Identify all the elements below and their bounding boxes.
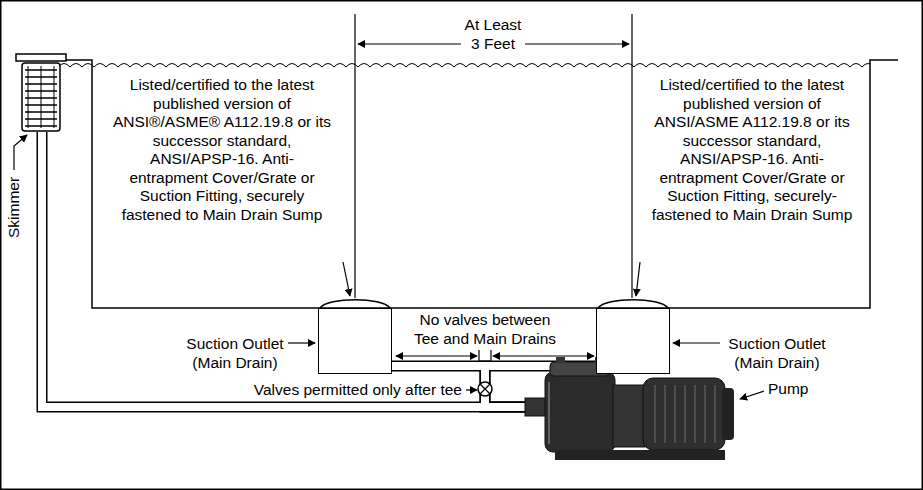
motor-cap — [722, 388, 734, 440]
suction-outlet-label: Suction Outlet (Main Drain) — [185, 335, 285, 372]
leader-line — [740, 391, 764, 399]
highlight — [548, 382, 550, 444]
valve-symbol — [478, 382, 492, 396]
leader-line — [636, 262, 640, 296]
note-text: No valves between Tee and Main Drains — [410, 311, 560, 348]
leader-line — [343, 262, 350, 296]
pump-node: Pump — [525, 358, 735, 462]
dimension-arrow — [396, 355, 477, 356]
skimmer-lid — [16, 54, 66, 61]
motor-ribs — [655, 385, 715, 443]
pump-base — [555, 450, 725, 460]
main-drain-sump: Suction Outlet (Main Drain) — [318, 308, 392, 374]
pump-motor — [643, 378, 725, 450]
water-surface — [22, 61, 870, 69]
pipe-group — [42, 132, 596, 407]
note-text: Listed/certified to the latest published… — [111, 76, 333, 224]
leader-line — [14, 135, 27, 170]
skimmer-basket — [22, 63, 60, 131]
pipe-group — [42, 132, 596, 407]
suction-outlet-label: Suction Outlet (Main Drain) — [727, 335, 827, 372]
skimmer-node: Skimmer — [20, 56, 64, 132]
strainer-pot — [545, 372, 615, 452]
callout-text: Valves permitted only after tee — [210, 381, 462, 400]
extension-line — [355, 14, 632, 298]
drain-cover — [598, 300, 668, 308]
skimmer-ribs — [28, 66, 54, 128]
leader-line — [673, 342, 720, 343]
dimension-label: At Least 3 Feet — [461, 16, 525, 53]
pump-inlet — [525, 398, 547, 416]
skimmer-label: Skimmer — [5, 177, 24, 238]
pump-label: Pump — [768, 380, 809, 399]
main-drain-sump: Suction Outlet (Main Drain) — [596, 308, 670, 374]
dimension-arrow — [493, 355, 594, 356]
valve-body — [478, 382, 492, 396]
valve-mark — [480, 384, 490, 394]
drain-cover — [320, 300, 390, 308]
leader-line — [288, 342, 315, 343]
note-text: Listed/certified to the latest published… — [642, 76, 862, 224]
pump-volute — [613, 385, 645, 447]
lid-knob — [556, 357, 565, 363]
pool-outline — [66, 60, 898, 308]
extension-line — [479, 350, 491, 361]
leader-line — [466, 389, 477, 390]
